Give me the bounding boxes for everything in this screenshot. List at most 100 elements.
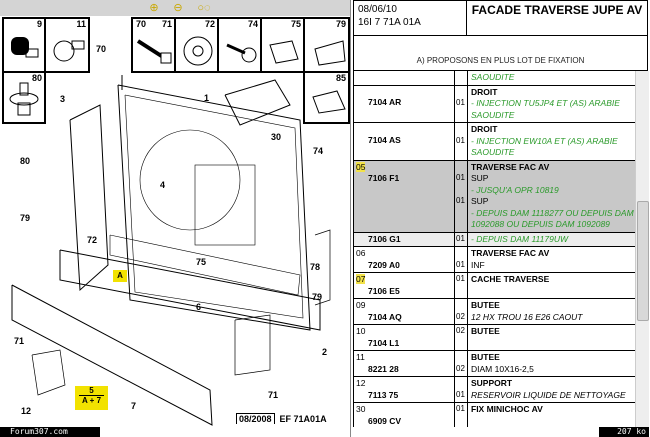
callout-71b: 71 (268, 390, 279, 400)
part-reference[interactable]: 7104 AR (368, 97, 402, 107)
parts-list-panel: 08/06/10 16I 7 71A 01A FACADE TRAVERSE JU… (350, 0, 650, 437)
callout-6: 6 (196, 302, 202, 312)
part-reference[interactable]: 8221 28 (368, 363, 399, 374)
table-row[interactable]: SAOUDITE (354, 71, 635, 86)
scrollbar[interactable] (635, 71, 649, 427)
item-number: 06 (356, 248, 366, 258)
part-reference[interactable]: 7104 L1 (368, 337, 400, 348)
header-ref: 16I 7 71A 01A (358, 17, 421, 28)
qty-cell (455, 71, 468, 85)
quantity: 01 (456, 404, 465, 413)
description-line: INF (471, 259, 485, 270)
stamp-code: EF 71A01A (279, 414, 327, 424)
zoom-fit-icon[interactable]: ○◌ (197, 2, 211, 14)
legend-box: 5 A + 7 (75, 386, 108, 410)
watermark: Forum307.com (0, 427, 100, 437)
callout-79b: 79 (312, 292, 323, 302)
legend-bottom: A + 7 (81, 396, 102, 405)
part-reference[interactable]: 7106 G1 (368, 233, 401, 244)
description-line: 1092088 OU DEPUIS DAM 1092089 (471, 219, 610, 229)
description-line: - INJECTION TU5JP4 ET (AS) ARABIE (471, 98, 620, 108)
header-date: 08/06/10 (358, 4, 397, 15)
part-reference[interactable]: 7209 A0 (368, 259, 400, 270)
part-reference[interactable]: 7106 F1 (368, 173, 400, 183)
callout-a: A (113, 270, 127, 282)
file-size: 207 ko (599, 427, 649, 437)
parts-header: 08/06/10 16I 7 71A 01A FACADE TRAVERSE JU… (353, 0, 648, 36)
quantity: 01 (456, 389, 465, 399)
quantity: 01 (456, 274, 465, 283)
part-reference[interactable]: 6909 CV (368, 415, 402, 426)
part-reference[interactable]: 7113 75 (368, 389, 399, 400)
description-line: TRAVERSE FAC AV (471, 248, 550, 258)
callout-79: 79 (20, 213, 31, 223)
description-line: DROIT (471, 124, 498, 134)
zoom-out-icon[interactable]: ⊖ (173, 2, 183, 14)
stamp-date: 08/2008 (236, 413, 275, 424)
description-line: RESERVOIR LIQUIDE DE NETTOYAGE (471, 389, 626, 400)
ref-cell: 7104 AS (354, 123, 455, 160)
description-line: DROIT (471, 86, 498, 97)
description-line: TRAVERSE FAC AV (471, 161, 550, 172)
description-line: FIX MINICHOC AV (471, 404, 543, 414)
part-box-9[interactable]: 9 (2, 17, 46, 73)
description-line: - DEPUIS DAM 1118277 OU DEPUIS DAM (471, 207, 634, 218)
part-reference[interactable]: 7104 AS (368, 134, 401, 145)
item-number: 10 (356, 326, 366, 336)
part-box-79[interactable]: 79 (303, 17, 350, 73)
callout-4: 4 (160, 180, 166, 190)
description-line: DIAM 10X16-2,5 (471, 363, 534, 374)
quantity: 02 (456, 326, 465, 335)
part-box-75[interactable]: 75 (260, 17, 305, 73)
description-line: SAOUDITE (471, 109, 515, 120)
header-note: A) PROPOSONS EN PLUS LOT DE FIXATION (353, 36, 648, 71)
zoom-in-icon[interactable]: ⊕ (149, 2, 159, 14)
qty-cell: 02 (455, 299, 468, 324)
callout-70: 70 (96, 44, 107, 54)
scrollbar-thumb[interactable] (637, 200, 649, 321)
qty-cell: 01 (455, 273, 468, 298)
callout-74: 74 (313, 146, 324, 156)
ref-cell (354, 71, 455, 85)
callout-72: 72 (87, 235, 98, 245)
qty-cell: 02 (455, 351, 468, 376)
item-number: 12 (356, 378, 366, 388)
part-box-11[interactable]: 11 (44, 17, 90, 73)
callout-80: 80 (20, 156, 31, 166)
qty-cell: 01 (455, 377, 468, 402)
description-line: SUP (471, 173, 489, 183)
description-line: SAOUDITE (471, 147, 515, 157)
part-box-80[interactable]: 80 (2, 71, 46, 124)
callout-30: 30 (271, 132, 282, 142)
part-box-72[interactable]: 72 (174, 17, 219, 73)
page-title: FACADE TRAVERSE JUPE AV (471, 3, 643, 17)
description-line: - DEPUIS DAM 11179UW (471, 233, 568, 244)
part-reference[interactable]: 7106 E5 (368, 285, 400, 296)
quantity: 02 (456, 363, 465, 373)
part-box-85[interactable]: 85 (303, 71, 350, 124)
part-box-74[interactable]: 74 (217, 17, 262, 73)
part-reference[interactable]: 7104 AQ (368, 311, 402, 322)
qty-cell: 01 (455, 403, 468, 427)
description-line: BUTEE (471, 300, 500, 310)
